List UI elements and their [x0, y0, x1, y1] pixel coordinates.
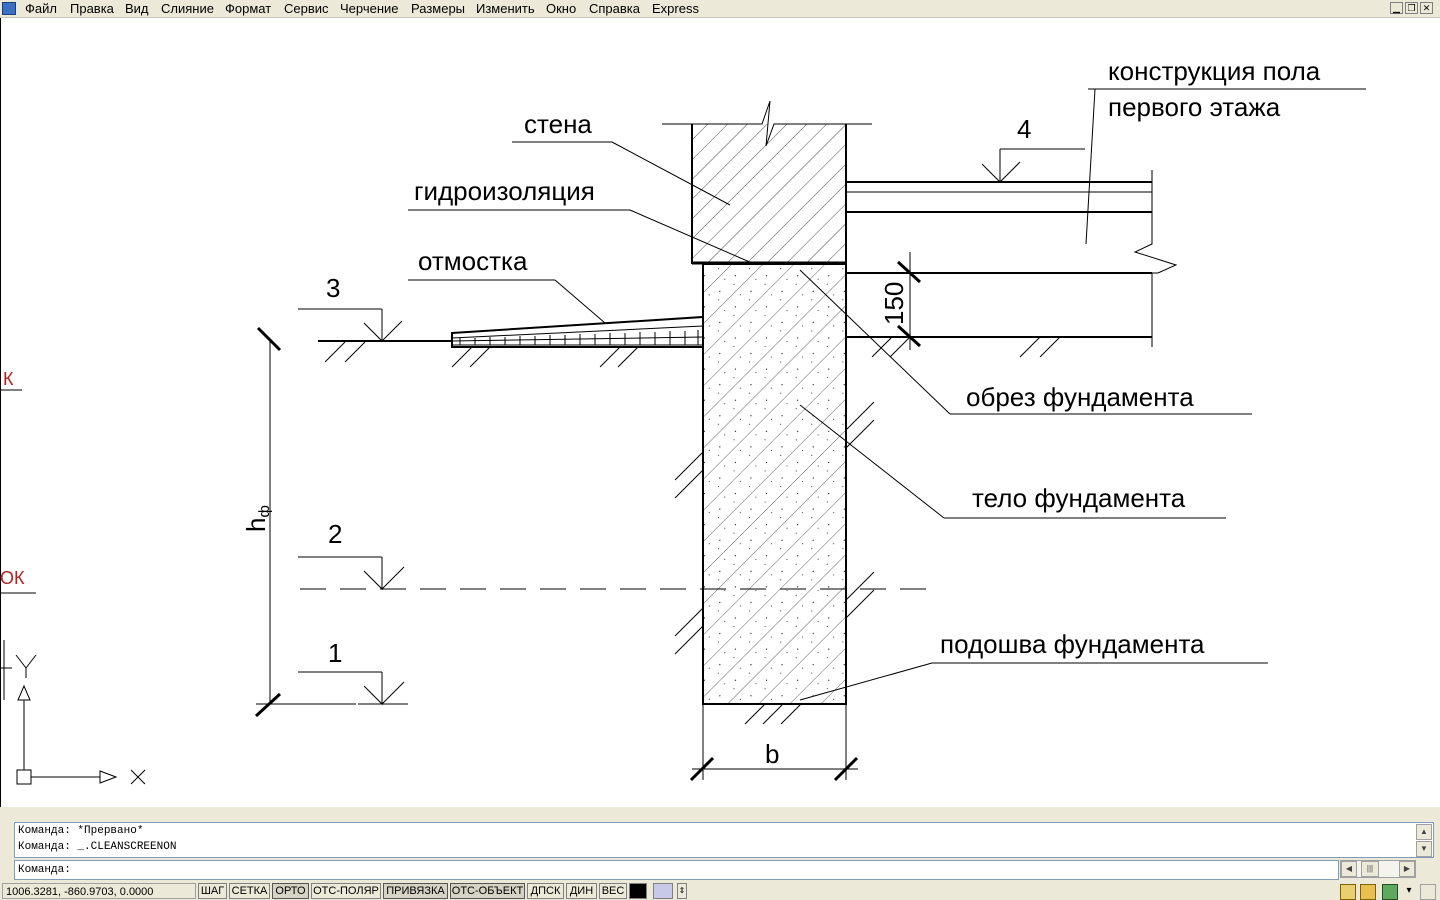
level-mark-4-label: 4 — [1017, 114, 1031, 144]
scroll-thumb[interactable]: ||| — [1361, 861, 1379, 877]
blind-area[interactable] — [451, 315, 704, 348]
offset-dimension[interactable] — [896, 252, 922, 350]
toggle-ortho[interactable]: ОРТО — [272, 883, 309, 899]
scroll-right-icon[interactable]: ▶ — [1399, 861, 1415, 877]
toggle-otrack[interactable]: ОТС-ОБЪЕКТ — [450, 883, 525, 899]
scroll-left-icon[interactable]: ◀ — [1341, 861, 1357, 877]
wall-label: стена — [524, 109, 592, 139]
toggle-grid[interactable]: СЕТКА — [229, 883, 270, 899]
command-prompt-label: Команда: — [18, 864, 71, 876]
tray-icon-square[interactable] — [1420, 884, 1436, 900]
command-history-line: Команда: *Прервано* — [18, 825, 144, 837]
lock-icon[interactable] — [1340, 884, 1356, 900]
level-mark-1-label: 1 — [328, 638, 342, 668]
menu-window[interactable]: Окно — [546, 1, 577, 16]
blind-area-label: отмостка — [418, 246, 528, 276]
level-mark-3[interactable] — [298, 308, 403, 343]
menu-dimension[interactable]: Размеры — [411, 1, 466, 16]
waterproofing-label: гидроизоляция — [414, 176, 595, 206]
command-history: Команда: *Прервано* Команда: _.CLEANSCRE… — [14, 822, 1434, 858]
floor-label-line2: первого этажа — [1108, 92, 1281, 122]
menu-express[interactable]: Express — [652, 1, 699, 16]
close-icon[interactable]: ✕ — [1420, 2, 1433, 14]
tray-icon-check[interactable] — [1382, 884, 1398, 900]
foundation-edge-label: обрез фундамента — [966, 382, 1194, 412]
offset-dimension-label: 150 — [879, 282, 909, 325]
model-icon[interactable] — [629, 883, 647, 899]
level-mark-2[interactable] — [298, 556, 405, 591]
menu-merge[interactable]: Слияние — [161, 1, 214, 16]
menu-edit[interactable]: Правка — [70, 1, 114, 16]
level-mark-1[interactable] — [298, 671, 408, 706]
menu-help[interactable]: Справка — [589, 1, 640, 16]
command-line-area: Команда: *Прервано* Команда: _.CLEANSCRE… — [0, 807, 1440, 881]
toggle-snap[interactable]: ШАГ — [198, 883, 227, 899]
floor-label-line1: конструкция пола — [1108, 56, 1321, 86]
menu-bar: Файл Правка Вид Слияние Формат Сервис Че… — [0, 0, 1440, 18]
command-input[interactable]: Команда: — [14, 860, 1339, 880]
clipped-label-bottom: ОК — [0, 568, 25, 588]
toggle-lwt[interactable]: ВЕС — [599, 883, 627, 899]
menu-tools[interactable]: Сервис — [284, 1, 329, 16]
restore-icon[interactable]: ❐ — [1405, 2, 1418, 14]
leader-lines — [408, 88, 1366, 701]
menu-draw[interactable]: Черчение — [340, 1, 399, 16]
clipped-label-top: К — [3, 369, 14, 389]
scroll-up-icon[interactable]: ▲ — [1416, 824, 1432, 840]
ground-lines — [318, 336, 1061, 725]
toggle-ducs[interactable]: ДПСК — [527, 883, 564, 899]
foundation-sole-label: подошва фундамента — [940, 629, 1205, 659]
toggle-polar[interactable]: ОТС-ПОЛЯР — [311, 883, 381, 899]
width-dimension[interactable] — [689, 704, 859, 782]
menu-modify[interactable]: Изменить — [476, 1, 535, 16]
ucs-icon — [0, 640, 146, 785]
foundation-body[interactable] — [702, 263, 847, 705]
level-mark-4[interactable] — [981, 148, 1085, 184]
viewport-icon[interactable] — [653, 883, 673, 899]
height-dimension[interactable] — [254, 326, 356, 718]
menu-file[interactable]: Файл — [25, 1, 57, 16]
wall-section[interactable] — [662, 100, 872, 264]
menu-format[interactable]: Формат — [225, 1, 272, 16]
menu-view[interactable]: Вид — [125, 1, 149, 16]
floor-construction[interactable] — [846, 170, 1178, 347]
level-mark-3-label: 3 — [326, 273, 340, 303]
minimize-icon[interactable]: ▁ — [1390, 2, 1403, 14]
command-history-line: Команда: _.CLEANSCREENON — [18, 841, 177, 853]
coordinates-readout: 1006.3281, -860.9703, 0.0000 — [2, 883, 196, 899]
foundation-body-label: тело фундамента — [972, 483, 1186, 513]
status-bar: 1006.3281, -860.9703, 0.0000 ШАГ СЕТКА О… — [0, 881, 1440, 900]
app-icon[interactable] — [2, 2, 16, 15]
toggle-osnap[interactable]: ПРИВЯЗКА — [383, 883, 448, 899]
toggle-dyn[interactable]: ДИН — [566, 883, 597, 899]
height-dimension-label: hф — [241, 505, 273, 532]
tray-menu-icon[interactable]: ▾ — [1406, 885, 1412, 896]
scroll-down-icon[interactable]: ▼ — [1416, 841, 1432, 857]
tray-icon-key[interactable] — [1360, 884, 1376, 900]
arrows-icon[interactable]: ⇕ — [677, 883, 687, 899]
horizontal-scrollbar[interactable]: ◀ ||| ▶ — [1340, 860, 1416, 878]
width-dimension-label: b — [765, 739, 779, 769]
drawing-canvas[interactable]: 3 2 1 4 hф b 150 — [0, 18, 1440, 807]
level-mark-2-label: 2 — [328, 519, 342, 549]
